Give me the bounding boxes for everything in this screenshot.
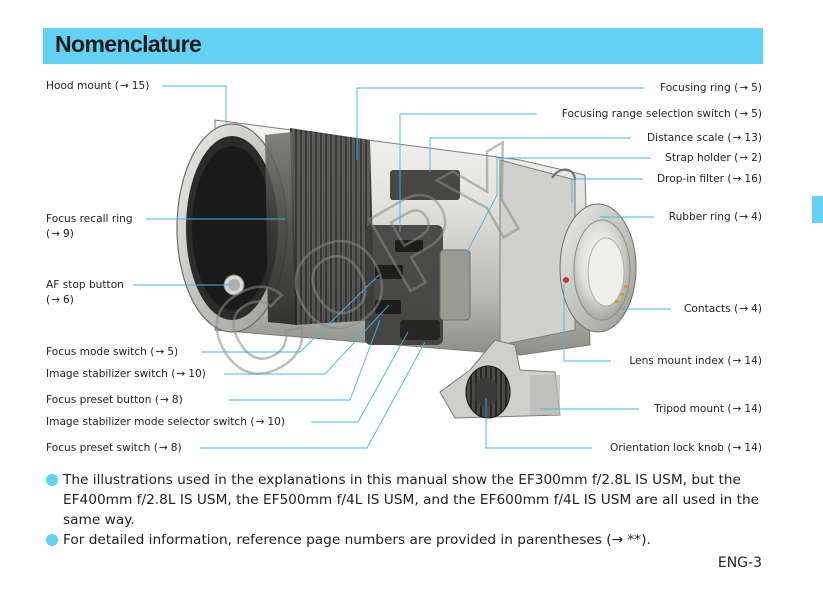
label-tripod-mount: Tripod mount (→14) [654, 403, 762, 415]
label-contacts: Contacts (→4) [683, 303, 762, 315]
page-number: ENG-3 [717, 555, 762, 571]
label-strap-holder: Strap holder (→2) [665, 152, 762, 164]
label-rubber-ring: Rubber ring (→4) [668, 211, 762, 223]
bullet-icon [46, 474, 58, 486]
label-af-stop-button: AF stop button(→6) [46, 279, 124, 306]
notes-list: The illustrations used in the explanatio… [46, 470, 766, 550]
label-hood-mount: Hood mount (→15) [46, 80, 150, 92]
label-drop-in-filter: Drop-in filter (→16) [657, 173, 762, 185]
label-focusing-range-selection-switch: Focusing range selection switch (→5) [561, 108, 762, 120]
label-focus-preset-button: Focus preset button (→8) [46, 394, 183, 406]
note-item: For detailed information, reference page… [46, 530, 766, 550]
label-focus-preset-switch: Focus preset switch (→8) [46, 442, 182, 454]
label-orientation-lock-knob: Orientation lock knob (→14) [610, 442, 762, 454]
label-focus-recall-ring: Focus recall ring(→9) [46, 213, 133, 240]
note-item: The illustrations used in the explanatio… [46, 470, 766, 530]
label-focus-mode-switch: Focus mode switch (→5) [46, 346, 179, 358]
label-distance-scale: Distance scale (→13) [646, 132, 762, 144]
page-title: Nomenclature [55, 31, 202, 57]
section-title-bar: Nomenclature [43, 28, 763, 64]
label-image-stabilizer-switch: Image stabilizer switch (→10) [46, 368, 206, 380]
label-focusing-ring: Focusing ring (→5) [659, 82, 762, 94]
label-lens-mount-index: Lens mount index (→14) [629, 355, 762, 367]
bullet-icon [46, 534, 58, 546]
section-tab-marker [812, 196, 823, 223]
label-is-mode-selector-switch: Image stabilizer mode selector switch (→… [46, 416, 285, 428]
